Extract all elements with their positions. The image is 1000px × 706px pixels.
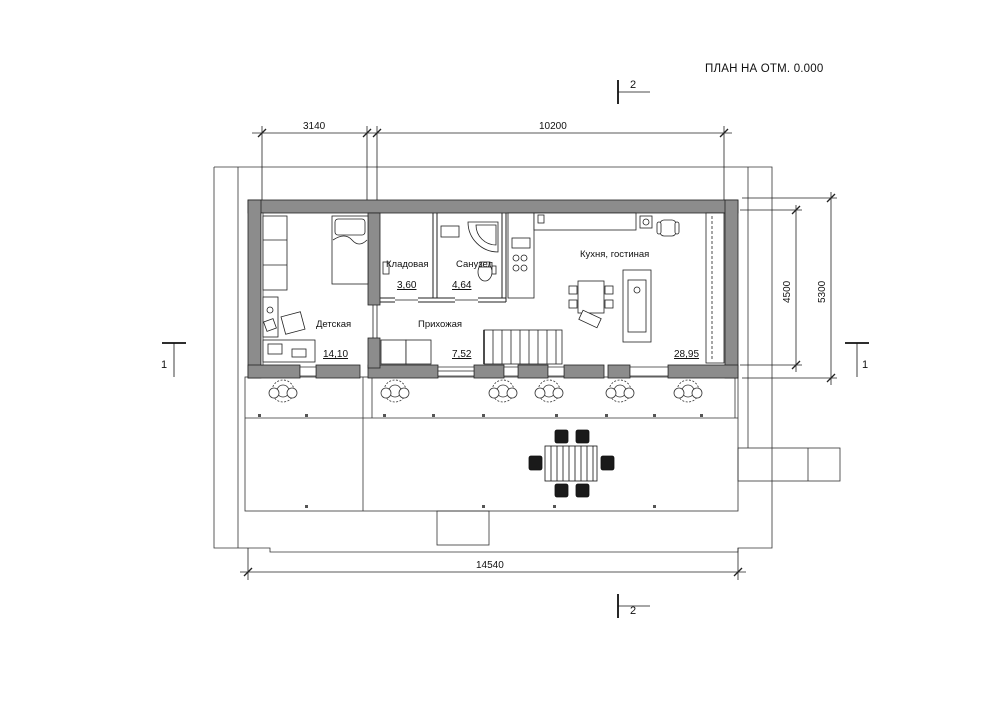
dimension-top xyxy=(252,126,732,200)
room-area-hall: 7,52 xyxy=(452,349,472,360)
doors xyxy=(372,299,478,372)
shrub xyxy=(534,379,564,403)
shrub xyxy=(673,379,703,403)
shrub xyxy=(268,379,298,403)
section-label-left: 1 xyxy=(161,359,167,371)
section-mark-bottom xyxy=(617,594,650,618)
windows xyxy=(260,212,669,377)
room-area-storage: 3,60 xyxy=(397,280,417,291)
service-furniture xyxy=(382,212,725,364)
outdoor-dining-table xyxy=(528,429,615,498)
section-mark-right xyxy=(845,342,869,377)
room-area-kitchen-living: 28,95 xyxy=(674,349,699,360)
section-label-right: 1 xyxy=(862,359,868,371)
dim-top-left: 3140 xyxy=(303,121,326,132)
terrace xyxy=(244,376,739,546)
dimension-bottom xyxy=(240,548,746,580)
room-area-kids: 14,10 xyxy=(323,349,348,360)
shrub xyxy=(488,379,518,403)
plan-title: ПЛАН НА ОТМ. 0.000 xyxy=(705,63,823,75)
shrub xyxy=(380,379,410,403)
hall-furniture xyxy=(380,329,563,365)
living-furniture xyxy=(568,269,652,343)
room-name-storage: Кладовая xyxy=(386,259,429,270)
shrub xyxy=(605,379,635,403)
dim-right-inner: 4500 xyxy=(782,280,793,303)
dim-right-outer: 5300 xyxy=(817,280,828,303)
shrubs xyxy=(268,379,703,403)
section-label-bottom: 2 xyxy=(630,605,636,617)
kids-room-furniture xyxy=(262,215,369,363)
dim-bottom: 14540 xyxy=(476,560,504,571)
dim-top-right: 10200 xyxy=(539,121,567,132)
section-label-top: 2 xyxy=(630,79,636,91)
partitions xyxy=(380,213,507,303)
armchair xyxy=(656,219,680,237)
room-name-kitchen-living: Кухня, гостиная xyxy=(580,249,649,260)
room-area-bath: 4,64 xyxy=(452,280,472,291)
room-name-bath: Санузел xyxy=(456,259,493,270)
terrace-posts xyxy=(258,414,703,508)
room-name-kids: Детская xyxy=(316,319,351,330)
section-mark-left xyxy=(162,342,186,377)
dimension-right xyxy=(740,192,837,385)
room-name-hall: Прихожая xyxy=(418,319,462,330)
section-mark-top xyxy=(617,80,650,104)
